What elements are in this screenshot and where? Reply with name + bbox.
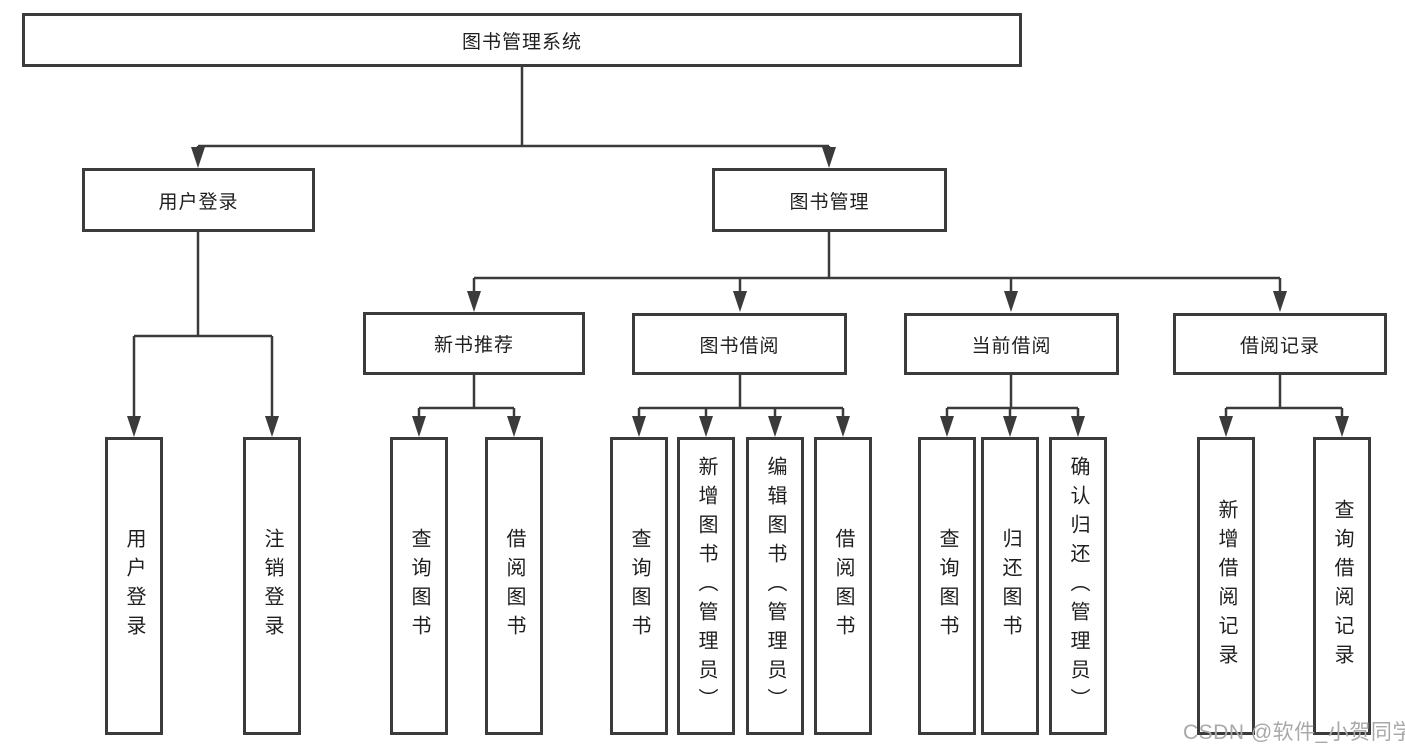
leaf-label: 用户登录 (123, 528, 145, 644)
connector-book-management (472, 232, 1282, 306)
leaf-label: 查询图书 (408, 528, 430, 644)
node-new-book-recommend: 新书推荐 (363, 312, 585, 375)
node-user-login: 用户登录 (82, 168, 315, 232)
leaf-label: 新增图书（管理员） (695, 455, 717, 717)
arrowhead (1273, 291, 1287, 312)
leaf-query-book-2: 查询图书 (610, 437, 668, 735)
arrowhead (265, 416, 279, 437)
connector-book-borrow (637, 375, 845, 430)
leaf-logout: 注销登录 (243, 437, 301, 735)
node-book-management: 图书管理 (712, 168, 947, 232)
arrowhead (940, 416, 954, 437)
arrowhead (699, 416, 713, 437)
arrowhead (1335, 416, 1349, 437)
arrowhead (127, 416, 141, 437)
leaf-label: 新增借阅记录 (1215, 499, 1237, 673)
leaf-borrow-book-2: 借阅图书 (814, 437, 872, 735)
connector-new-book (417, 375, 516, 430)
arrowhead (768, 416, 782, 437)
leaf-add-book-admin: 新增图书（管理员） (677, 437, 735, 735)
arrowhead (191, 147, 205, 168)
leaf-edit-book-admin: 编辑图书（管理员） (746, 437, 804, 735)
arrowhead (1003, 416, 1017, 437)
leaf-label: 编辑图书（管理员） (764, 455, 786, 717)
leaf-label: 注销登录 (261, 528, 283, 644)
leaf-query-book-3: 查询图书 (918, 437, 976, 735)
arrowhead (1004, 291, 1018, 312)
node-borrow-record: 借阅记录 (1173, 313, 1387, 375)
leaf-label: 借阅图书 (503, 528, 525, 644)
node-current-borrow: 当前借阅 (904, 313, 1119, 375)
arrowhead (822, 147, 836, 168)
arrowhead (1071, 416, 1085, 437)
csdn-watermark: CSDN @软件_小贺同学 (1183, 721, 1405, 744)
connector-borrow-record (1224, 375, 1344, 430)
node-library-system: 图书管理系统 (22, 13, 1022, 67)
leaf-label: 归还图书 (999, 528, 1021, 644)
arrowhead (836, 416, 850, 437)
connector-root (196, 67, 831, 162)
arrowhead (507, 416, 521, 437)
arrowhead (632, 416, 646, 437)
leaf-label: 确认归还（管理员） (1067, 455, 1089, 717)
leaf-borrow-book-1: 借阅图书 (485, 437, 543, 735)
arrowhead (412, 416, 426, 437)
leaf-label: 借阅图书 (832, 528, 854, 644)
leaf-label: 查询图书 (936, 528, 958, 644)
connector-user-login (132, 232, 274, 430)
leaf-query-book-1: 查询图书 (390, 437, 448, 735)
leaf-confirm-return-admin: 确认归还（管理员） (1049, 437, 1107, 735)
arrowhead (1219, 416, 1233, 437)
leaf-label: 查询图书 (628, 528, 650, 644)
arrowhead (467, 291, 481, 312)
leaf-add-borrow-record: 新增借阅记录 (1197, 437, 1255, 735)
leaf-label: 查询借阅记录 (1331, 499, 1353, 673)
leaf-user-login: 用户登录 (105, 437, 163, 735)
leaf-query-borrow-record: 查询借阅记录 (1313, 437, 1371, 735)
arrowhead (733, 291, 747, 312)
leaf-return-book: 归还图书 (981, 437, 1039, 735)
node-book-borrow: 图书借阅 (632, 313, 847, 375)
